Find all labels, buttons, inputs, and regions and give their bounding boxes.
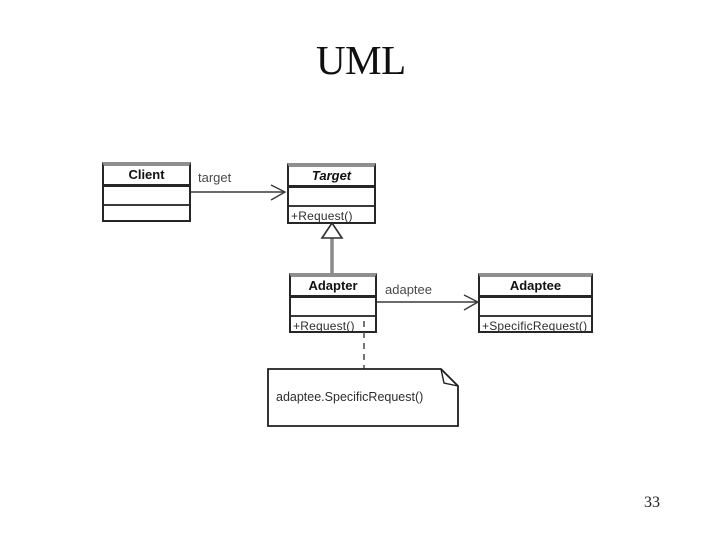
class-box-adaptee: Adaptee +SpecificRequest() bbox=[478, 273, 593, 333]
note-fold-icon bbox=[440, 368, 459, 387]
note-text: adaptee.SpecificRequest() bbox=[276, 390, 424, 404]
class-name: Client bbox=[104, 166, 189, 187]
class-attributes bbox=[104, 187, 189, 206]
class-operations: +Request() bbox=[291, 209, 353, 223]
association-label-target: target bbox=[198, 170, 232, 185]
class-operations: +SpecificRequest() bbox=[482, 319, 588, 333]
class-box-client: Client bbox=[102, 162, 191, 222]
page-title: UML bbox=[316, 37, 406, 83]
class-operations bbox=[104, 206, 189, 220]
class-attributes bbox=[480, 298, 591, 317]
hollow-triangle-icon bbox=[320, 221, 344, 239]
class-attributes bbox=[289, 188, 374, 207]
association-adapter-adaptee bbox=[377, 294, 480, 311]
class-name: Adapter bbox=[291, 277, 375, 298]
class-name: Target bbox=[289, 167, 374, 188]
inheritance-adapter-target bbox=[320, 221, 344, 273]
page-number: 33 bbox=[644, 494, 660, 511]
open-arrowhead-icon bbox=[463, 294, 480, 311]
association-client-target bbox=[191, 184, 287, 201]
class-operations: +Request() bbox=[293, 319, 355, 333]
association-label-adaptee: adaptee bbox=[385, 282, 432, 297]
class-name: Adaptee bbox=[480, 277, 591, 298]
open-arrowhead-icon bbox=[270, 184, 287, 201]
class-box-adapter: Adapter +Request() bbox=[289, 273, 377, 333]
class-attributes bbox=[291, 298, 375, 317]
class-box-target: Target +Request() bbox=[287, 163, 376, 224]
